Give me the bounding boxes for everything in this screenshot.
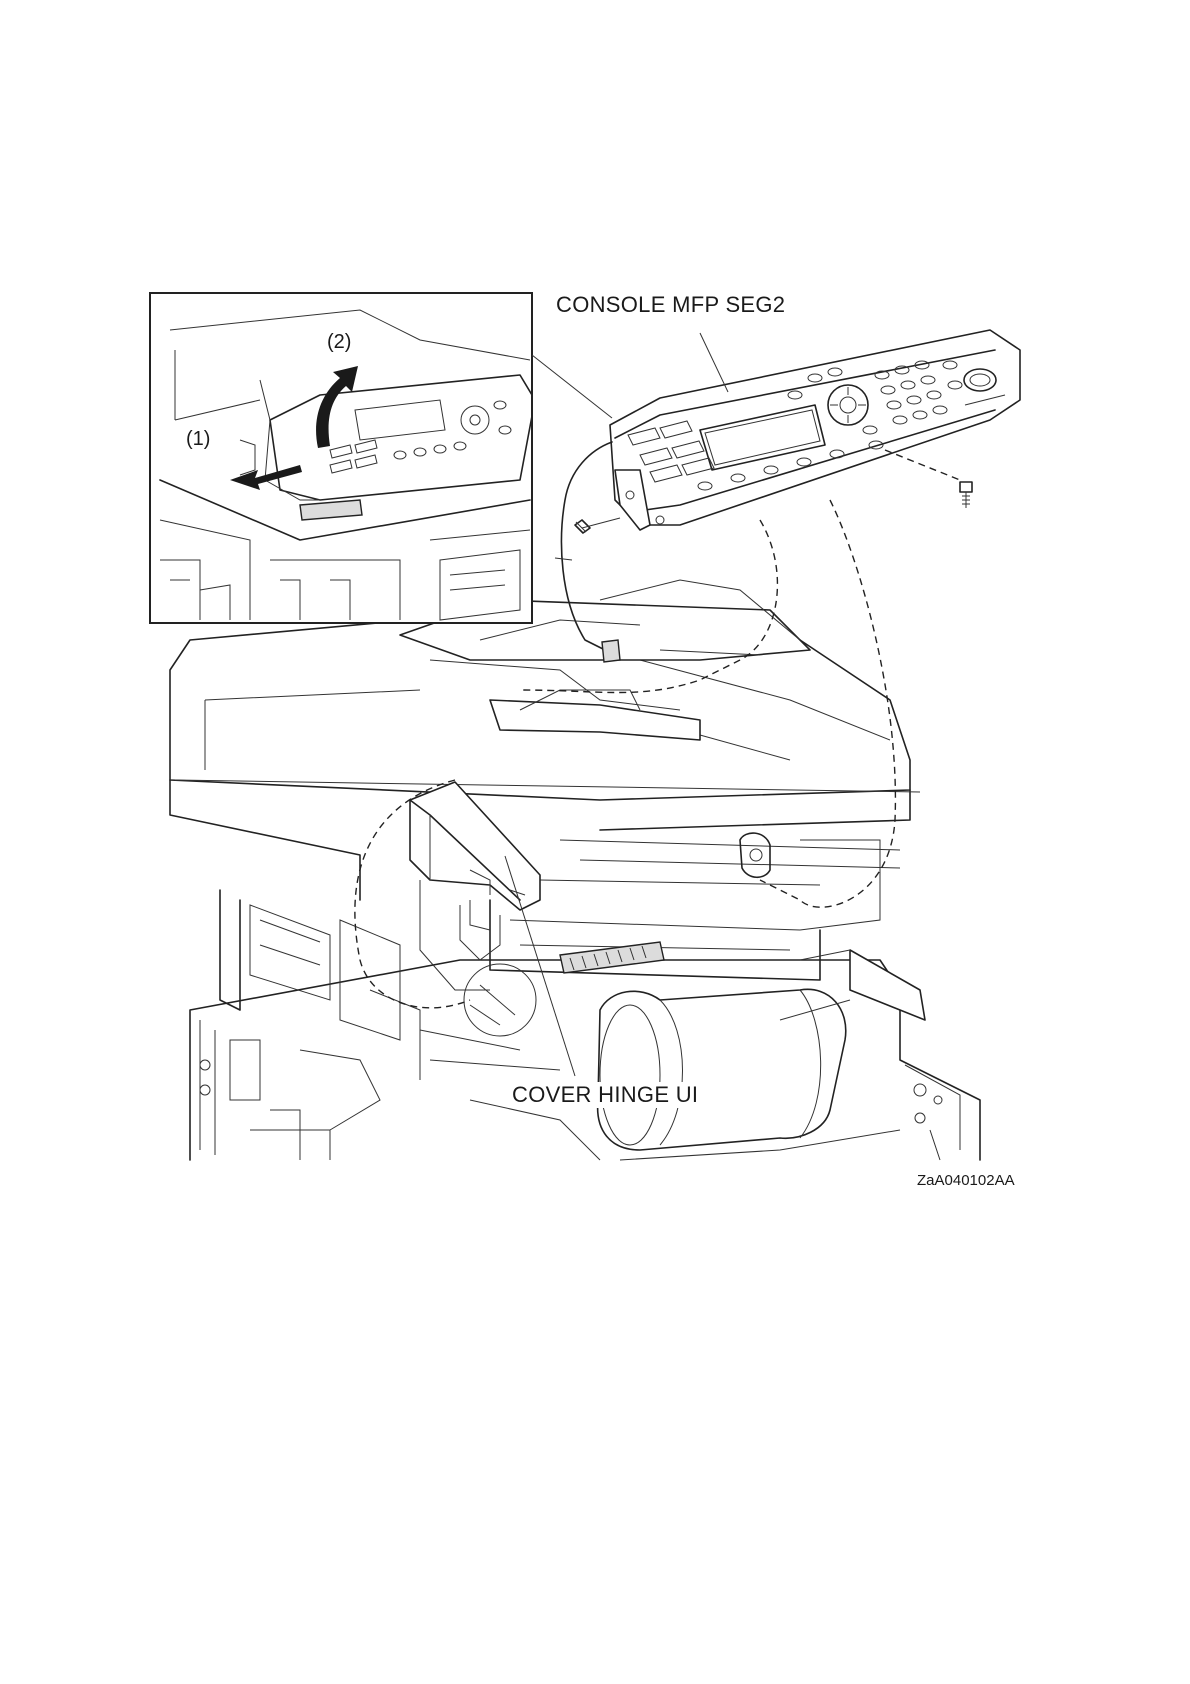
screw-icon: [960, 482, 972, 508]
screw-icon: [575, 518, 620, 533]
step1-label: (1): [186, 428, 210, 451]
console-label: CONSOLE MFP SEG2: [556, 292, 785, 318]
cover-hinge-ui-part: [410, 782, 540, 990]
console-panel-part: [610, 330, 1020, 530]
figure-code: ZaA040102AA: [917, 1172, 1015, 1189]
hinge-label: COVER HINGE UI: [510, 1082, 700, 1108]
assembly-line: [885, 450, 960, 480]
step2-label: (2): [327, 331, 351, 354]
leader-line: [700, 333, 728, 392]
printer-body: [170, 580, 980, 1160]
